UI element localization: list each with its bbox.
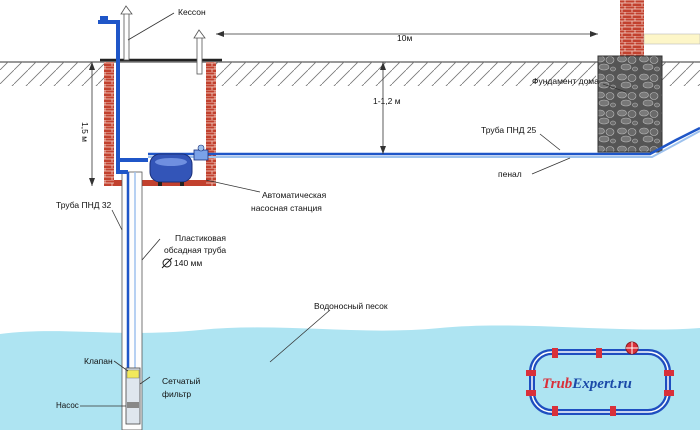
label-pnd32: Труба ПНД 32 [56,200,112,210]
label-valve: Клапан [84,356,113,366]
label-foundation: Фундамент дома [532,76,599,86]
label-distance: 10м [397,33,412,43]
caisson-left-wall [104,62,114,186]
ground-surface [0,61,700,86]
pnd25-pipe [148,126,700,158]
leader-lines [80,12,627,407]
submersible-pump [125,367,141,425]
caisson-right-wall [206,62,216,186]
label-filter-1: Сетчатый [162,376,200,386]
label-station-1: Автоматическая [262,190,327,200]
label-pnd25: Труба ПНД 25 [481,125,537,135]
depth-dimension-left [89,62,95,186]
label-casing-1: Пластиковая [175,233,226,243]
label-casing-2: обсадная труба [164,245,226,255]
pump-station [149,144,209,186]
label-aquifer: Водоносный песок [314,301,388,311]
distance-dimension [216,31,598,37]
logo-brand-red: Trub [542,376,573,392]
caisson-vent-left [120,5,133,61]
trubexpert-logo: TrubExpert.ru [526,341,674,416]
logo-brand-blue: Expert.ru [571,376,632,392]
label-pump: Насос [56,401,79,410]
caisson-vent-right [193,29,206,75]
pnd32-pipe [98,16,148,174]
label-station-2: насосная станция [251,203,322,213]
label-penal: пенал [498,169,522,179]
label-kesson: Кессон [178,7,206,17]
logo-text: TrubExpert.ru [542,376,632,392]
house-wall-light [643,33,700,45]
label-depth-left: 1,5 м [80,122,90,142]
depth-dimension-pipe [380,62,386,154]
label-casing-3: 140 мм [174,258,202,268]
house-foundation [597,55,663,153]
diameter-symbol-icon [161,257,173,269]
aquifer-water [0,325,700,430]
house-brick-column [620,0,644,56]
label-depth-pipe: 1-1,2 м [373,96,401,106]
label-filter-2: фильтр [162,389,191,399]
